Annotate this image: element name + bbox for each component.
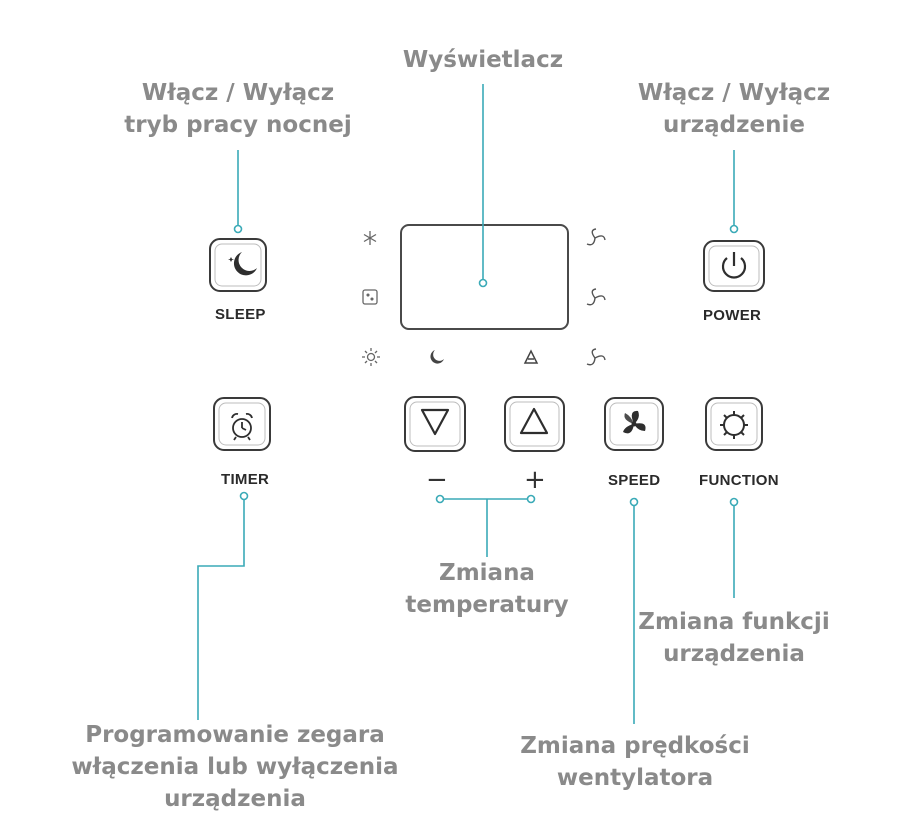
star-icon [228, 257, 234, 262]
display-screen [400, 224, 569, 330]
callout-timer-line-2: włączenia lub wyłączenia [71, 754, 399, 780]
fan-icon [623, 410, 646, 434]
alarm-clock-icon [231, 413, 253, 441]
leader-dot-minus [435, 494, 445, 504]
callout-power: Włącz / Wyłącz urządzenie [614, 77, 854, 141]
sun-icon [362, 348, 380, 366]
leader-dot-plus [526, 494, 536, 504]
timer-button[interactable] [213, 397, 271, 451]
fan-high-icon [586, 228, 606, 246]
temperature-down-button[interactable] [404, 396, 466, 452]
callout-function-line-1: Zmiana funkcji [638, 609, 830, 635]
leader-timer [197, 499, 245, 720]
callout-timer: Programowanie zegara włączenia lub wyłąc… [65, 719, 405, 815]
auto-icon [523, 349, 539, 364]
fan-low-icon [586, 348, 606, 366]
leader-dot-timer [239, 491, 249, 501]
callout-temperature-line-1: Zmiana [439, 560, 535, 586]
snowflake-icon [363, 231, 377, 245]
fan-medium-icon [586, 288, 606, 306]
speed-button[interactable] [604, 397, 664, 451]
triangle-up-icon [519, 407, 549, 435]
leader-dot-speed [629, 497, 639, 507]
sleep-label: SLEEP [215, 306, 266, 323]
callout-power-line-1: Włącz / Wyłącz [637, 80, 831, 106]
leader-dot-power [729, 224, 739, 234]
leader-dot-display [478, 278, 488, 288]
minus-label: − [426, 465, 448, 495]
callout-speed-line-2: wentylatora [556, 765, 714, 791]
power-icon [721, 257, 747, 279]
callout-temperature: Zmiana temperatury [387, 557, 587, 621]
callout-function-line-2: urządzenia [663, 641, 805, 667]
callout-display: Wyświetlacz [383, 44, 583, 76]
plus-label: + [524, 465, 546, 495]
leader-dot-function [729, 497, 739, 507]
callout-speed-line-1: Zmiana prędkości [520, 733, 750, 759]
temperature-up-button[interactable] [504, 396, 565, 452]
callout-speed: Zmiana prędkości wentylatora [515, 730, 755, 794]
callout-sleep-line-2: tryb pracy nocnej [124, 112, 352, 138]
callout-timer-line-3: urządzenia [164, 786, 306, 812]
callout-function: Zmiana funkcji urządzenia [624, 606, 844, 670]
callout-timer-line-1: Programowanie zegara [85, 722, 385, 748]
sleep-button[interactable] [209, 238, 267, 292]
timer-label: TIMER [221, 471, 270, 488]
moon-icon [430, 350, 444, 364]
triangle-down-icon [420, 408, 450, 436]
moon-icon [233, 252, 257, 276]
gear-icon [720, 411, 748, 439]
function-label: FUNCTION [699, 472, 779, 489]
power-label: POWER [703, 307, 762, 324]
callout-power-line-2: urządzenie [663, 112, 805, 138]
callout-display-line-1: Wyświetlacz [402, 47, 564, 73]
callout-temperature-line-2: temperatury [405, 592, 569, 618]
speed-label: SPEED [608, 472, 661, 489]
leader-dot-sleep [233, 224, 243, 234]
function-button[interactable] [705, 397, 763, 451]
callout-sleep-line-1: Włącz / Wyłącz [141, 80, 335, 106]
power-button[interactable] [703, 240, 765, 292]
callout-sleep: Włącz / Wyłącz tryb pracy nocnej [118, 77, 358, 141]
dehumidify-icon [362, 289, 378, 305]
